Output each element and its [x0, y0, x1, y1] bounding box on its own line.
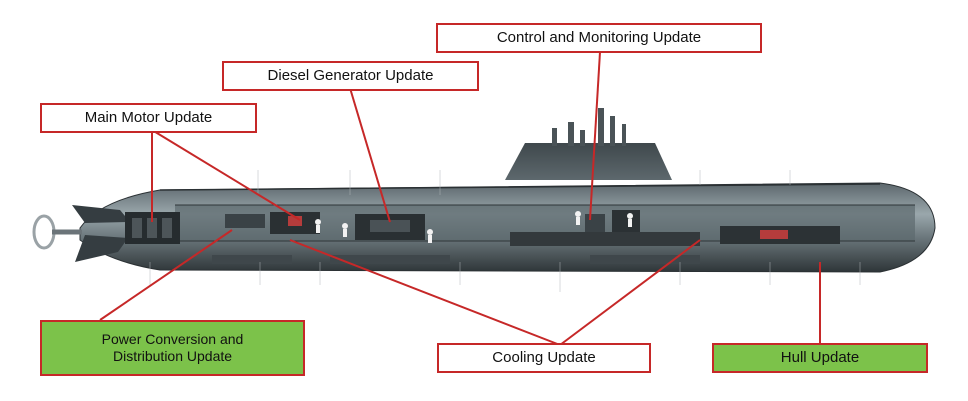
sail — [505, 143, 672, 180]
battery-bank — [212, 255, 700, 264]
hull-callout: Hull Update — [712, 343, 928, 373]
leader-lines — [99, 51, 821, 346]
power-conversion-label: Power Conversion and Distribution Update — [101, 330, 244, 365]
component-leaders — [149, 170, 861, 292]
hull-label: Hull Update — [780, 348, 860, 366]
cooling-callout: Cooling Update — [437, 343, 651, 373]
power-conversion — [225, 214, 265, 228]
control-monitoring-callout: Control and Monitoring Update — [436, 23, 762, 53]
cooling-label: Cooling Update — [492, 348, 596, 366]
mast-5 — [610, 116, 615, 146]
lower-fin — [75, 235, 128, 262]
power-conversion-callout: Power Conversion and Distribution Update — [40, 320, 305, 376]
upper-fin — [72, 205, 130, 223]
mast-4 — [598, 108, 604, 146]
mast-6 — [622, 124, 626, 146]
diesel-generator-callout: Diesel Generator Update — [222, 61, 479, 91]
control-monitoring-label: Control and Monitoring Update — [496, 28, 702, 46]
mast-3 — [580, 130, 585, 146]
mast-1 — [552, 128, 557, 146]
main-motor-label: Main Motor Update — [84, 108, 213, 126]
propeller — [32, 214, 56, 250]
main-motor-callout: Main Motor Update — [40, 103, 257, 133]
diesel-generator-label: Diesel Generator Update — [267, 66, 434, 84]
mast-2 — [568, 122, 574, 146]
control-room — [510, 232, 700, 246]
